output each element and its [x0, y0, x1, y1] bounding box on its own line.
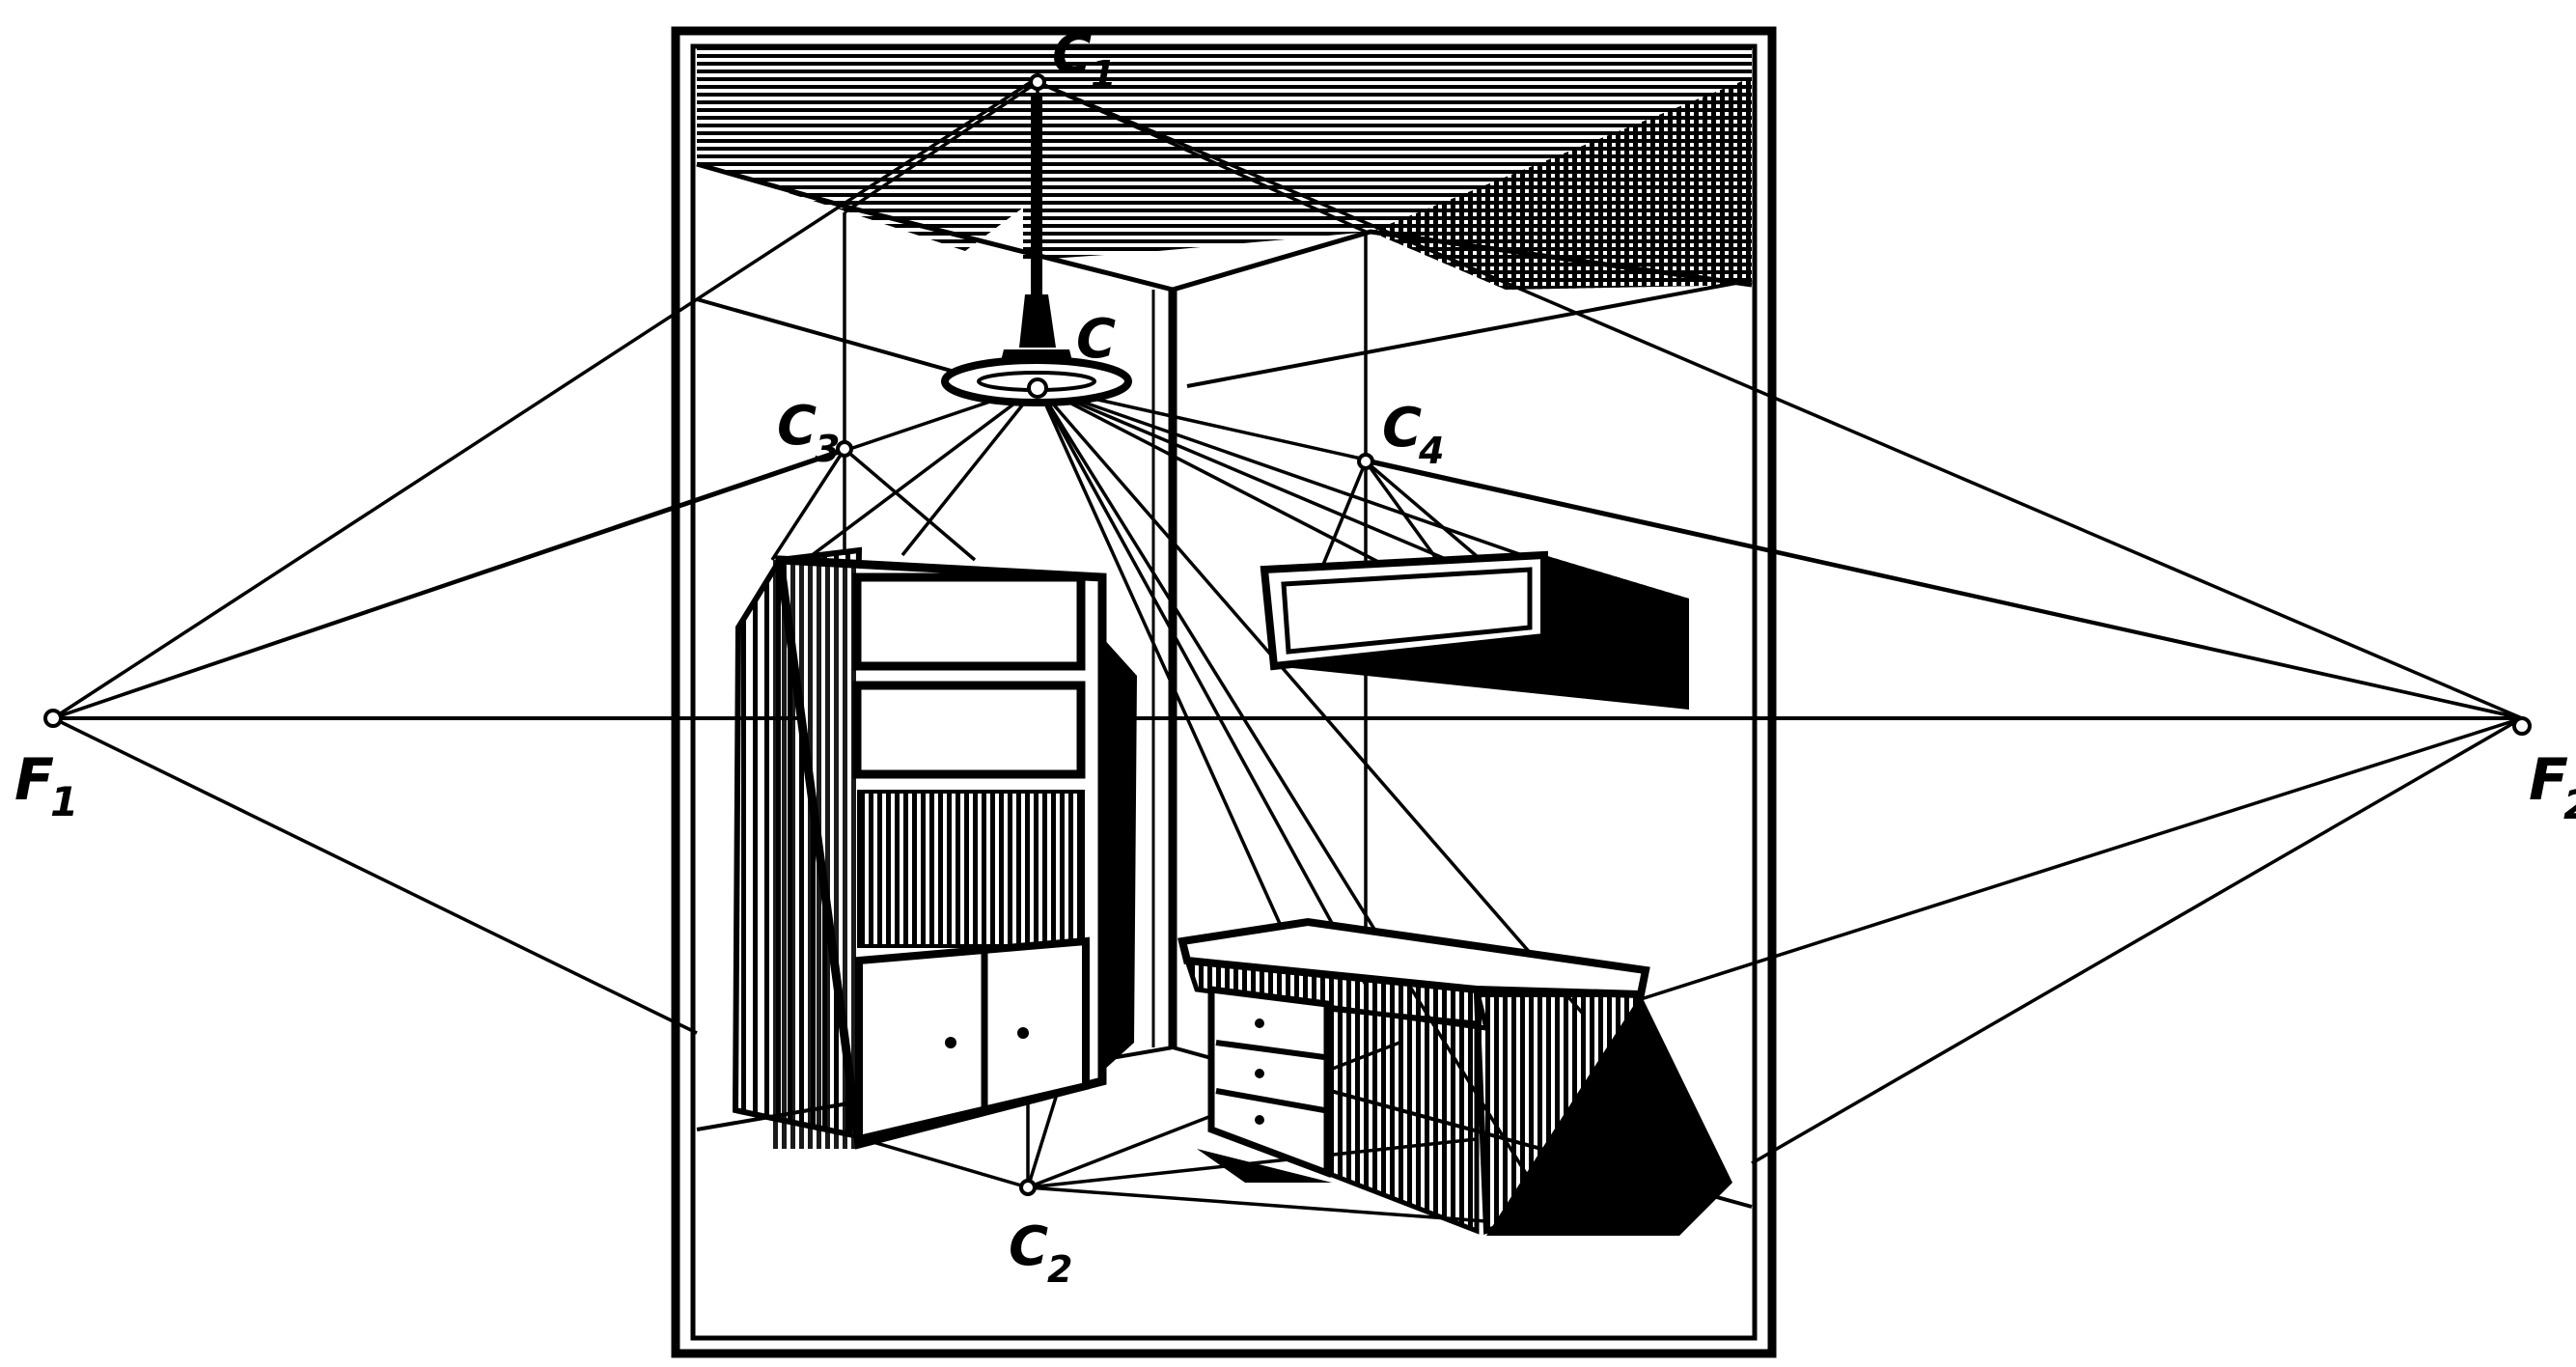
point-labels: F 1 F 2 C 1 C C 3 C 4 C 2 [14, 23, 2576, 1291]
label-c1-sub: 1 [1091, 53, 1116, 96]
label-c: C [1076, 308, 1116, 371]
label-c2-sub: 2 [1047, 1248, 1072, 1291]
point-c3 [836, 440, 853, 458]
point-f2 [2512, 716, 2532, 736]
desk [1177, 917, 1732, 1236]
ceiling [696, 48, 1753, 293]
picture-frame [671, 26, 1777, 1358]
label-f2: F [2529, 746, 2568, 814]
point-c1 [1029, 73, 1046, 91]
label-c3-sub: 3 [815, 428, 840, 470]
construction-points [43, 73, 2532, 1196]
label-c1: C [1052, 23, 1092, 86]
point-f1 [43, 709, 63, 728]
label-c2: C [1009, 1215, 1048, 1278]
label-c4: C [1382, 397, 1422, 460]
point-c [1027, 377, 1048, 399]
label-f1: F [14, 746, 54, 814]
label-f2-sub: 2 [2563, 781, 2576, 828]
point-c2 [1019, 1179, 1037, 1196]
label-c4-sub: 4 [1418, 430, 1444, 472]
cabinet [732, 546, 1137, 1150]
point-c4 [1357, 453, 1374, 470]
wall-shelf [1260, 550, 1689, 710]
label-c3: C [777, 395, 817, 458]
label-f1-sub: 1 [50, 778, 78, 825]
